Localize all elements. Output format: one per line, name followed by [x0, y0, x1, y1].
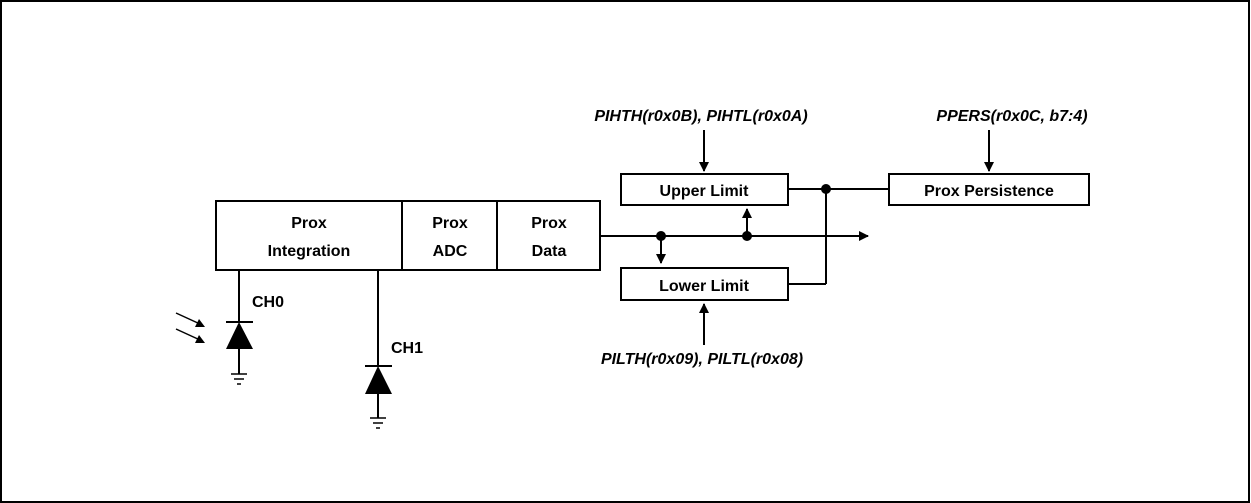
ch0-label: CH0 [252, 294, 284, 311]
high-threshold-register-label: PIHTH(r0x0B), PIHTL(r0x0A) [594, 108, 807, 125]
ch1-photodiode [365, 270, 392, 429]
prox-integration-label-line1: Prox [291, 215, 327, 232]
upper-limit-label: Upper Limit [660, 183, 750, 200]
ch0-photodiode [226, 270, 253, 385]
persistence-register-label: PPERS(r0x0C, b7:4) [936, 108, 1087, 125]
prox-adc-label-line1: Prox [432, 215, 468, 232]
prox-data-label-line2: Data [532, 243, 567, 260]
upper-limit-box [620, 173, 789, 206]
low-threshold-register-label: PILTH(r0x09), PILTL(r0x08) [601, 351, 803, 368]
ch1-label: CH1 [391, 340, 423, 357]
prox-adc-label-line2: ADC [433, 243, 468, 260]
prox-integration-label-line2: Integration [268, 243, 351, 260]
light-arrows-icon [175, 312, 205, 343]
prox-data-label-line1: Prox [531, 215, 567, 232]
prox-persistence-label: Prox Persistence [924, 183, 1054, 200]
lower-limit-box [620, 267, 789, 301]
junction-dot-persistence [821, 184, 831, 194]
prox-signal-chain-block [215, 200, 601, 271]
lower-limit-label: Lower Limit [659, 278, 749, 295]
